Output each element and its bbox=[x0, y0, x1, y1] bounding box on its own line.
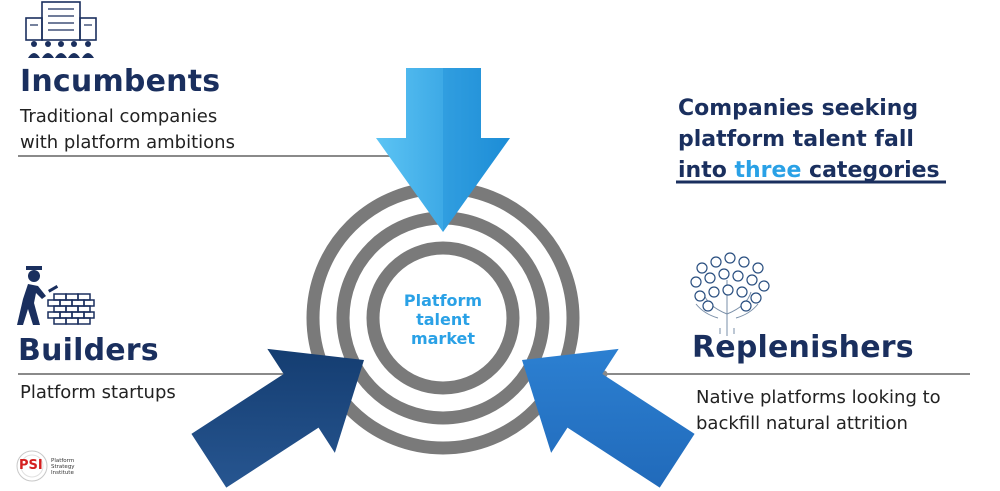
logo-text-line-1: Platform bbox=[51, 458, 75, 464]
center-label-line-1: Platform bbox=[403, 291, 483, 310]
headline-line-1: Companies seeking bbox=[678, 96, 919, 121]
builders-description: Platform startups bbox=[20, 382, 176, 403]
arrow-left bbox=[191, 348, 364, 488]
headline-line-2: platform talent fall bbox=[678, 127, 914, 152]
incumbents-title: Incumbents bbox=[20, 64, 221, 99]
headline-line-3-prefix: into bbox=[678, 158, 735, 183]
arrow-top bbox=[376, 68, 510, 232]
logo-text-line-3: Institute bbox=[51, 470, 74, 476]
replenishers-title: Replenishers bbox=[692, 330, 914, 365]
center-label-line-3: market bbox=[410, 329, 476, 348]
replenishers-desc-line-2: backfill natural attrition bbox=[696, 413, 908, 434]
incumbents-desc-line-1: Traditional companies bbox=[20, 106, 218, 127]
network-tree-icon bbox=[690, 252, 770, 336]
psi-logo-icon bbox=[16, 450, 48, 482]
bricklayer-icon bbox=[17, 266, 95, 325]
logo-text: Platform Strategy Institute bbox=[51, 458, 75, 476]
logo-mark: PSI bbox=[19, 458, 43, 473]
logo-text-line-2: Strategy bbox=[51, 464, 75, 470]
arrow-right bbox=[522, 348, 695, 488]
center-label-line-2: talent bbox=[416, 310, 470, 329]
incumbents-description: Traditional companies with platform ambi… bbox=[20, 104, 235, 156]
headline-line-3-suffix: categories bbox=[801, 158, 940, 183]
headline: Companies seeking platform talent fall i… bbox=[678, 93, 940, 186]
building-people-icon bbox=[25, 1, 97, 58]
replenishers-description: Native platforms looking to backfill nat… bbox=[696, 385, 941, 437]
builders-title: Builders bbox=[18, 333, 159, 368]
replenishers-desc-line-1: Native platforms looking to bbox=[696, 387, 941, 408]
incumbents-desc-line-2: with platform ambitions bbox=[20, 132, 235, 153]
headline-line-3: into three categories bbox=[678, 155, 940, 186]
headline-accent-word: three bbox=[734, 158, 802, 183]
center-label: Platform talent market bbox=[393, 291, 493, 348]
